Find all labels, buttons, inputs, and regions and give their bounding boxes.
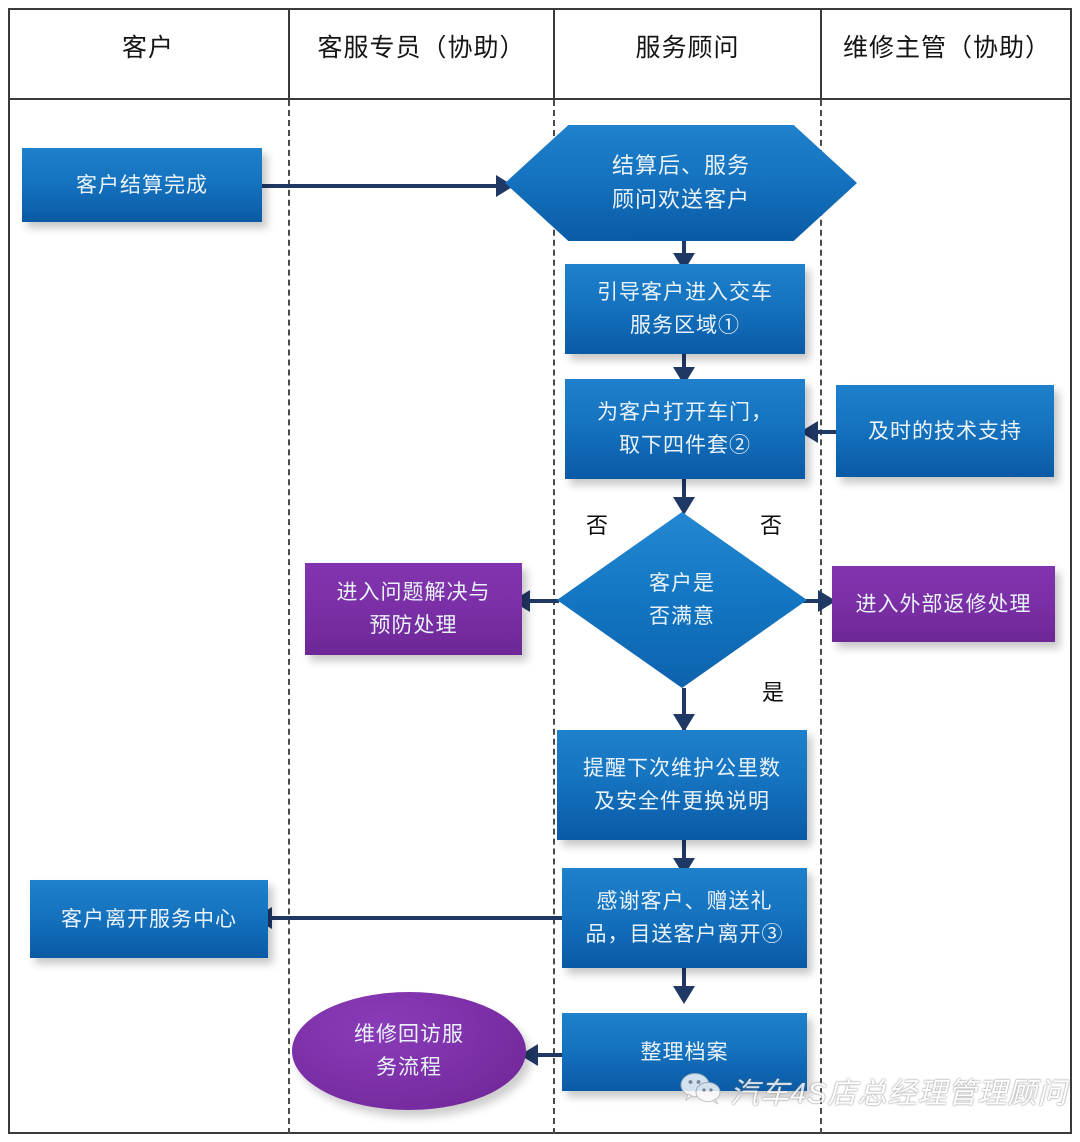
lane-header-service-advisor: 服务顾问 [555,0,820,92]
node-customer-leaves[interactable]: 客户离开服务中心 [30,880,268,958]
node-problem-solving[interactable]: 进入问题解决与预防处理 [305,563,522,655]
connector-decision-to-external-rework [800,599,830,603]
edge-label-no-left: 否 [586,513,609,538]
arrowhead-open-door-to-decision [673,497,695,515]
swimlane-frame [8,8,1072,1134]
connector-thank-to-customer-leaves [268,916,565,920]
node-open-door-label: 为客户打开车门，取下四件套② [597,400,773,457]
swimlane-header-row [8,8,1072,100]
arrowhead-decision-to-external-rework [818,590,836,612]
node-decision-satisfied-label: 客户是否满意 [649,571,715,628]
node-tech-support[interactable]: 及时的技术支持 [836,385,1054,477]
header-separator-1 [288,8,290,100]
node-tech-support-label: 及时的技术支持 [868,418,1022,443]
header-separator-3 [820,8,822,100]
connector-settled-to-farewell [262,184,500,188]
node-next-maintenance[interactable]: 提醒下次维护公里数及安全件更换说明 [557,730,807,840]
node-guide-to-delivery[interactable]: 引导客户进入交车服务区域① [565,264,805,354]
watermark-label: 汽车4S店总经理管理顾问 [730,1078,1068,1110]
node-open-door[interactable]: 为客户打开车门，取下四件套② [565,379,805,479]
lane-header-repair-supervisor: 维修主管（协助） [822,0,1072,92]
connector-next-maintenance-to-thank [682,840,686,868]
lane-header-service-rep-label: 客服专员（协助） [317,35,526,62]
node-problem-solving-label: 进入问题解决与预防处理 [336,580,491,637]
node-customer-settled-label: 客户结算完成 [76,172,208,197]
connector-farewell-to-guide [682,240,686,262]
edge-label-yes-down: 是 [762,680,785,705]
connector-open-door-to-decision [682,479,686,505]
lane-divider-2 [553,100,555,1134]
node-customer-settled[interactable]: 客户结算完成 [22,148,262,222]
lane-divider-3 [820,100,822,1134]
node-thank-customer[interactable]: 感谢客户、赠送礼品，目送客户离开③ [562,868,807,968]
connector-decision-to-problem-solving [525,599,559,603]
lane-header-repair-supervisor-label: 维修主管（协助） [842,35,1051,62]
lane-divider-1 [288,100,290,1134]
node-followup-process[interactable]: 维修回访服务流程 [292,992,526,1110]
node-thank-customer-label: 感谢客户、赠送礼品，目送客户离开③ [585,889,784,946]
node-farewell[interactable]: 结算后、服务顾问欢送客户 [505,125,857,241]
node-guide-to-delivery-label: 引导客户进入交车服务区域① [597,280,773,337]
node-customer-leaves-label: 客户离开服务中心 [61,906,237,931]
arrowhead-decision-to-next-maintenance [673,714,695,732]
node-next-maintenance-label: 提醒下次维护公里数及安全件更换说明 [583,756,781,813]
lane-header-service-rep: 客服专员（协助） [290,0,553,92]
watermark: 汽车4S店总经理管理顾问 [680,1070,1067,1112]
lane-header-customer: 客户 [8,0,288,92]
connector-tech-support-to-open-door [812,430,836,434]
header-separator-2 [553,8,555,100]
node-organize-files-label: 整理档案 [640,1039,729,1064]
connector-thank-to-organize-files [682,968,686,996]
node-external-rework[interactable]: 进入外部返修处理 [832,566,1055,642]
lane-header-service-advisor-label: 服务顾问 [635,35,740,62]
wechat-icon [680,1072,722,1111]
connector-decision-to-next-maintenance [682,688,686,730]
lane-header-customer-label: 客户 [121,35,174,62]
edge-label-no-right: 否 [760,513,783,538]
connector-guide-to-open-door [682,354,686,376]
node-followup-process-label: 维修回访服务流程 [354,1022,464,1079]
node-external-rework-label: 进入外部返修处理 [855,591,1032,616]
arrowhead-thank-to-organize-files [673,986,695,1004]
node-farewell-label: 结算后、服务顾问欢送客户 [611,152,750,212]
connector-organize-files-to-followup [533,1053,565,1057]
